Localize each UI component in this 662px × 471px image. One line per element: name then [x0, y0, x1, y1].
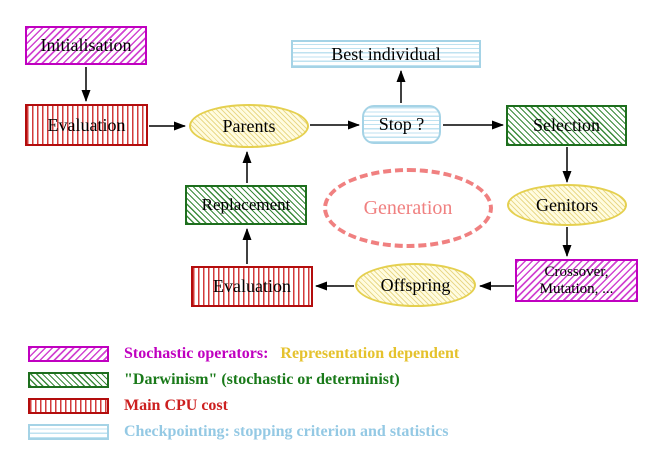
node-initialisation-label: Initialisation [40, 35, 132, 55]
node-selection-label: Selection [533, 115, 600, 135]
legend-row-darwinism: "Darwinism" (stochastic or determinist) [28, 371, 400, 388]
node-best-individual-label: Best individual [331, 43, 441, 64]
node-crossover-line2: Mutation, ... [539, 280, 614, 297]
legend-label-stochastic-operators: Stochastic operators: [124, 345, 269, 362]
node-genitors: Genitors [507, 184, 627, 226]
node-crossover-mutation: Crossover, Mutation, ... [515, 259, 638, 302]
node-stop: Stop ? [362, 105, 441, 144]
node-evaluation-bottom-label: Evaluation [213, 276, 291, 296]
legend-swatch-main-cpu-cost [28, 398, 109, 414]
node-evaluation-bottom: Evaluation [191, 266, 313, 307]
legend-label-checkpointing: Checkpointing: stopping criterion and st… [124, 423, 449, 440]
legend-row-checkpointing: Checkpointing: stopping criterion and st… [28, 423, 449, 440]
node-best-individual: Best individual [291, 40, 481, 68]
node-replacement: Replacement [185, 185, 307, 225]
node-evaluation-top: Evaluation [25, 104, 148, 146]
node-replacement-label: Replacement [201, 195, 291, 214]
node-genitors-label: Genitors [536, 194, 598, 215]
legend-swatch-stochastic-operators [28, 346, 109, 362]
legend-swatch-checkpointing [28, 424, 109, 440]
legend-swatch-darwinism [28, 372, 109, 388]
legend-label-main-cpu-cost: Main CPU cost [124, 397, 228, 414]
node-generation: Generation [323, 168, 493, 248]
node-crossover-line1: Crossover, [544, 263, 609, 280]
node-generation-label: Generation [363, 196, 453, 219]
node-initialisation: Initialisation [25, 26, 147, 65]
legend-label-darwinism: "Darwinism" (stochastic or determinist) [124, 371, 400, 388]
node-parents-label: Parents [222, 115, 276, 136]
node-offspring: Offspring [355, 263, 476, 307]
legend-label-representation-dependent: Representation dependent [280, 345, 460, 362]
node-evaluation-top-label: Evaluation [47, 114, 126, 135]
legend-row-stochastic-operators: Stochastic operators: Representation dep… [28, 345, 460, 362]
legend-row-main-cpu-cost: Main CPU cost [28, 397, 228, 414]
node-offspring-label: Offspring [380, 274, 451, 295]
node-stop-label: Stop ? [378, 114, 425, 134]
node-parents: Parents [189, 104, 309, 148]
node-selection: Selection [506, 105, 627, 146]
